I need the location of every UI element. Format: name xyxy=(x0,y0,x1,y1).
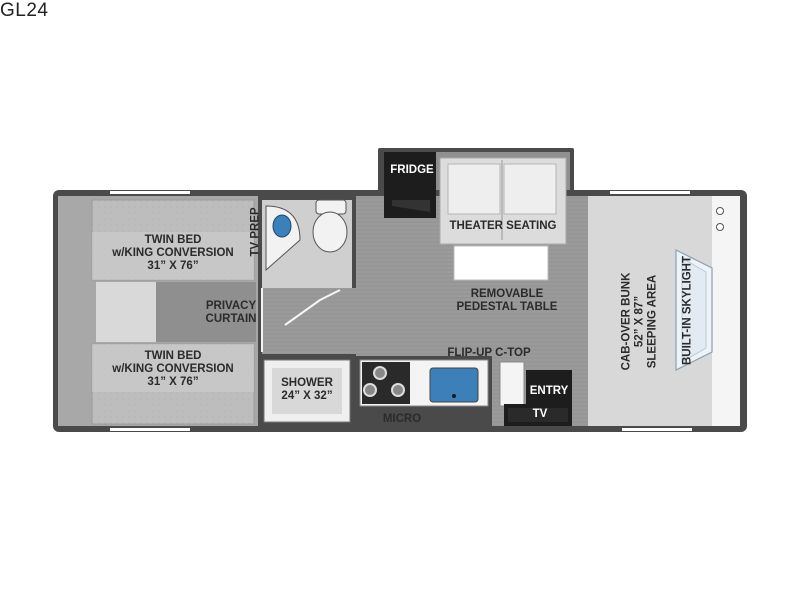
micro-label: MICRO xyxy=(382,413,422,425)
twin-bed-bottom-label: TWIN BED w/KING CONVERSION 31” X 76” xyxy=(112,350,234,388)
fridge-label: FRIDGE xyxy=(390,164,434,176)
pedestal-table xyxy=(453,245,549,281)
skylight-label: BUILT-IN SKYLIGHT xyxy=(681,255,694,366)
theater-seating-label: THEATER SEATING xyxy=(449,220,557,232)
bath-sink xyxy=(265,205,301,272)
cab-over-bunk-label: CAB-OVER BUNK 52” X 87” SLEEPING AREA xyxy=(620,272,659,371)
stovetop xyxy=(362,362,410,404)
removable-table-label: REMOVABLE PEDESTAL TABLE xyxy=(456,288,558,313)
entry-label: ENTRY xyxy=(529,385,569,397)
tv-label: TV xyxy=(532,408,548,420)
entry-area xyxy=(504,370,572,426)
kitchen-sink xyxy=(429,367,479,403)
twin-bed-top-label: TWIN BED w/KING CONVERSION 31” X 76” xyxy=(112,234,234,272)
kitchen-counter xyxy=(356,356,525,426)
rear-bedroom xyxy=(58,196,258,426)
theater-seats xyxy=(439,157,567,245)
cab-over-bunk xyxy=(588,196,740,426)
model-name: GL24 xyxy=(0,0,49,21)
shower-unit xyxy=(258,354,356,426)
privacy-curtain-label: PRIVACY CURTAIN xyxy=(205,300,257,325)
bathroom xyxy=(258,196,356,354)
windows xyxy=(110,191,692,431)
flip-up-label: FLIP-UP C-TOP xyxy=(447,347,531,359)
shower-label: SHOWER 24” X 32” xyxy=(281,377,333,402)
fridge-unit xyxy=(384,152,436,218)
toilet xyxy=(312,199,348,253)
